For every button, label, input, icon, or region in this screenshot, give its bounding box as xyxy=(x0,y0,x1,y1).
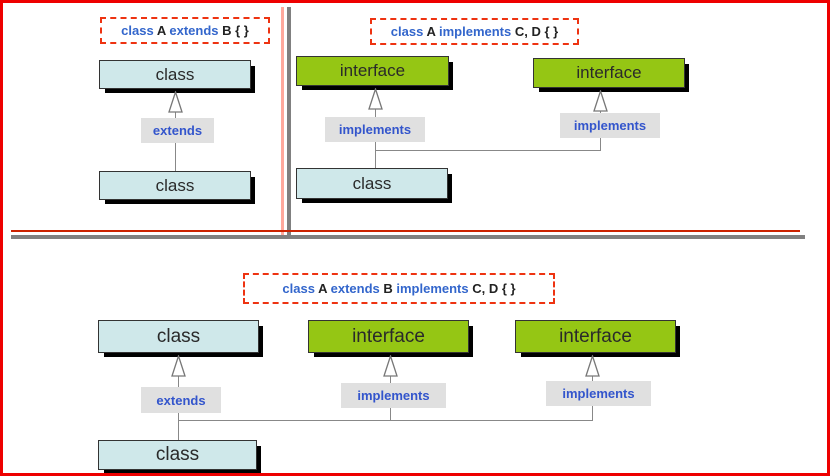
implements-edge-label-2-text: implements xyxy=(573,118,647,133)
interface-box-1: interface xyxy=(296,56,449,86)
vertical-divider-gray xyxy=(287,7,291,237)
extends-arrowhead-icon xyxy=(168,89,183,113)
subclass-box: class xyxy=(99,171,251,200)
extends-arrowhead-icon xyxy=(171,353,186,377)
keyword-implements: implements xyxy=(396,281,469,296)
extends-edge-label: extends xyxy=(141,118,214,143)
keyword-class: class xyxy=(282,281,315,296)
implements-edge-label-2: implements xyxy=(546,381,651,406)
interface-box-2-label: interface xyxy=(576,63,642,82)
implementing-class-box-label: class xyxy=(352,173,392,193)
implements-arrowhead-icon-1 xyxy=(383,353,398,377)
connector-branch-line xyxy=(178,420,593,421)
keyword-extends: extends xyxy=(330,281,380,296)
declaration-extends: class A extends B { } xyxy=(100,17,270,44)
horizontal-divider-red xyxy=(11,230,800,232)
keyword-class: class xyxy=(390,24,424,39)
interface-box-2-label: interface xyxy=(559,325,632,347)
superclass-box: class xyxy=(99,60,251,89)
identifier-a: A xyxy=(153,23,170,38)
identifier-a: A xyxy=(314,281,331,296)
superclass-box-label: class xyxy=(156,325,201,347)
extends-edge-label: extends xyxy=(141,387,221,413)
keyword-implements: implements xyxy=(438,24,512,39)
identifier-a: A xyxy=(423,24,439,39)
subclass-box-label: class xyxy=(155,175,195,195)
horizontal-divider-gray xyxy=(11,235,805,239)
implements-arrowhead-icon-2 xyxy=(585,353,600,377)
implements-arrowhead-icon-1 xyxy=(368,86,383,110)
extends-edge-label-text: extends xyxy=(156,392,206,408)
interface-box-2: interface xyxy=(533,58,685,88)
identifier-cd: C, D { } xyxy=(511,24,559,39)
interface-box-1-label: interface xyxy=(339,61,406,80)
implements-edge-label-1-text: implements xyxy=(357,388,430,403)
implements-edge-label-2-text: implements xyxy=(562,386,635,401)
vertical-divider-salmon xyxy=(281,7,284,236)
identifier-cd: C, D { } xyxy=(468,281,516,296)
interface-box-1-label: interface xyxy=(352,325,425,347)
extends-edge-label-text: extends xyxy=(152,123,203,138)
superclass-box-label: class xyxy=(155,64,195,84)
subclass-box-label: class xyxy=(155,444,200,465)
subclass-box: class xyxy=(98,440,257,470)
declaration-implements: class A implements C, D { } xyxy=(370,18,579,45)
keyword-class: class xyxy=(121,23,154,38)
implementing-class-box: class xyxy=(296,168,448,199)
superclass-box: class xyxy=(98,320,259,353)
declaration-extends-implements: class A extends B implements C, D { } xyxy=(243,273,555,304)
identifier-b: B { } xyxy=(218,23,249,38)
identifier-b: B xyxy=(379,281,397,296)
interface-box-1: interface xyxy=(308,320,469,353)
interface-box-2: interface xyxy=(515,320,676,353)
implements-arrowhead-icon-2 xyxy=(593,88,608,112)
keyword-extends: extends xyxy=(169,23,219,38)
implements-edge-label-2: implements xyxy=(560,113,660,138)
implements-edge-label-1: implements xyxy=(341,383,446,408)
implements-connector-branch xyxy=(375,150,601,151)
implements-edge-label-1: implements xyxy=(325,117,425,142)
implements-edge-label-1-text: implements xyxy=(338,122,412,137)
